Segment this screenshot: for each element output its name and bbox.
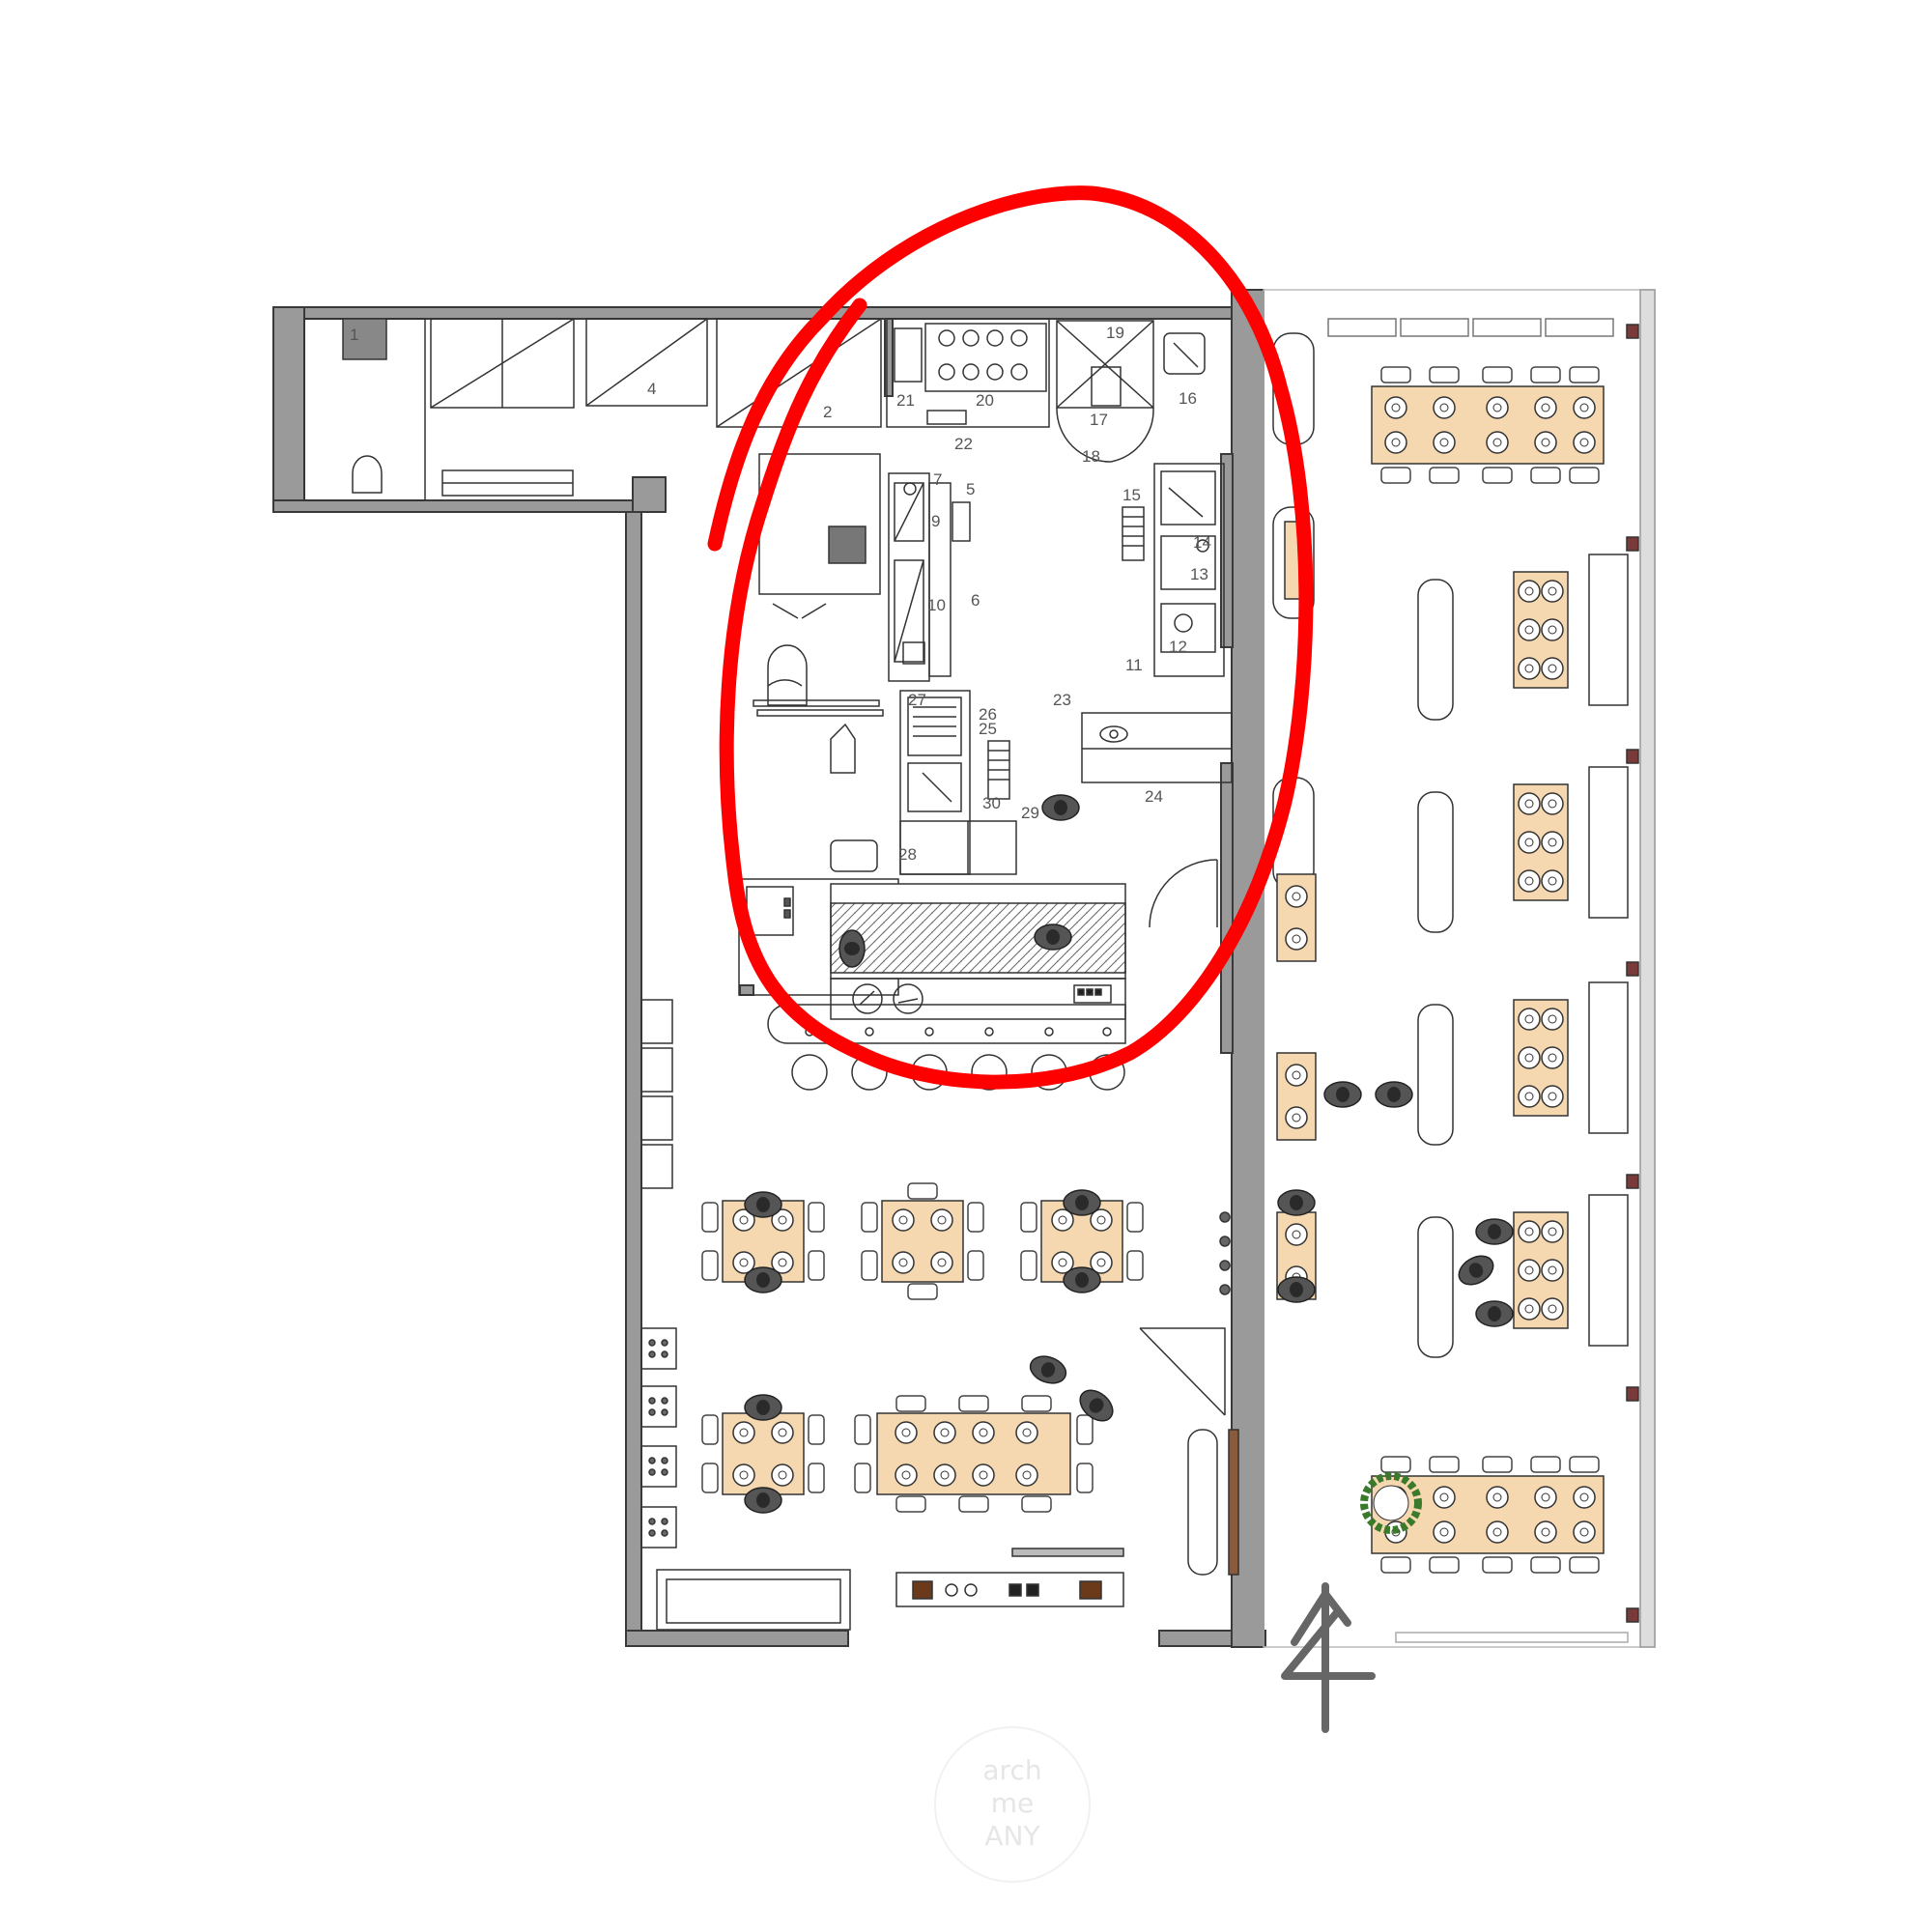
label-22: 22 [954,435,973,453]
table [1475,1194,1629,1347]
highlight-loop [707,185,1314,1090]
table [701,1394,825,1514]
label-2: 2 [823,403,832,421]
table [861,1182,984,1300]
label-9: 9 [931,512,940,530]
table [1371,1456,1605,1574]
table [1513,554,1629,706]
table [1513,766,1629,919]
terrace [1263,289,1656,1648]
label-20: 20 [976,391,994,410]
kitchen [738,318,1233,1091]
label-6: 6 [971,591,980,610]
label-27: 27 [908,691,926,709]
label-24: 24 [1145,787,1163,806]
label-14: 14 [1193,533,1211,552]
corridor [303,318,574,501]
watermark: arch me ANY [934,1726,1091,1883]
watermark-line2: me [991,1787,1035,1819]
kitchen-labels: 1 2 4 5 6 7 9 10 11 12 13 14 15 16 17 18… [350,324,1211,864]
label-11: 11 [1125,656,1143,674]
table [1276,1052,1317,1141]
label-26: 26 [979,705,997,724]
table [1020,1189,1144,1293]
label-4: 4 [647,380,656,398]
table [1371,366,1605,484]
label-17: 17 [1090,411,1108,429]
label-29: 29 [1021,804,1039,822]
dining-tables [701,1182,1144,1514]
label-30: 30 [982,794,1001,812]
table [854,1395,1094,1513]
plant-icon [1360,1472,1422,1534]
terrace-tables [1276,366,1629,1574]
label-18: 18 [1082,447,1100,466]
corridor-fixtures [342,318,882,494]
label-16: 16 [1179,389,1197,408]
label-10: 10 [927,596,946,614]
label-7: 7 [933,470,942,489]
label-21: 21 [896,391,915,410]
table [1513,981,1629,1134]
arrow-annotation [1281,1582,1376,1733]
label-25: 25 [979,720,997,738]
watermark-line1: arch [982,1754,1041,1786]
label-12: 12 [1169,638,1187,656]
table [1276,873,1317,962]
dining-room [640,999,1239,1631]
label-19: 19 [1106,324,1124,342]
label-15: 15 [1122,486,1141,504]
label-13: 13 [1190,565,1208,583]
walls [272,289,1266,1648]
label-23: 23 [1053,691,1071,709]
label-1: 1 [350,326,358,344]
watermark-line3: ANY [984,1820,1040,1852]
table [1276,1189,1317,1303]
label-28: 28 [898,845,917,864]
label-5: 5 [966,480,975,498]
arrow-label: 4 [0,0,1,1]
table [701,1191,825,1293]
